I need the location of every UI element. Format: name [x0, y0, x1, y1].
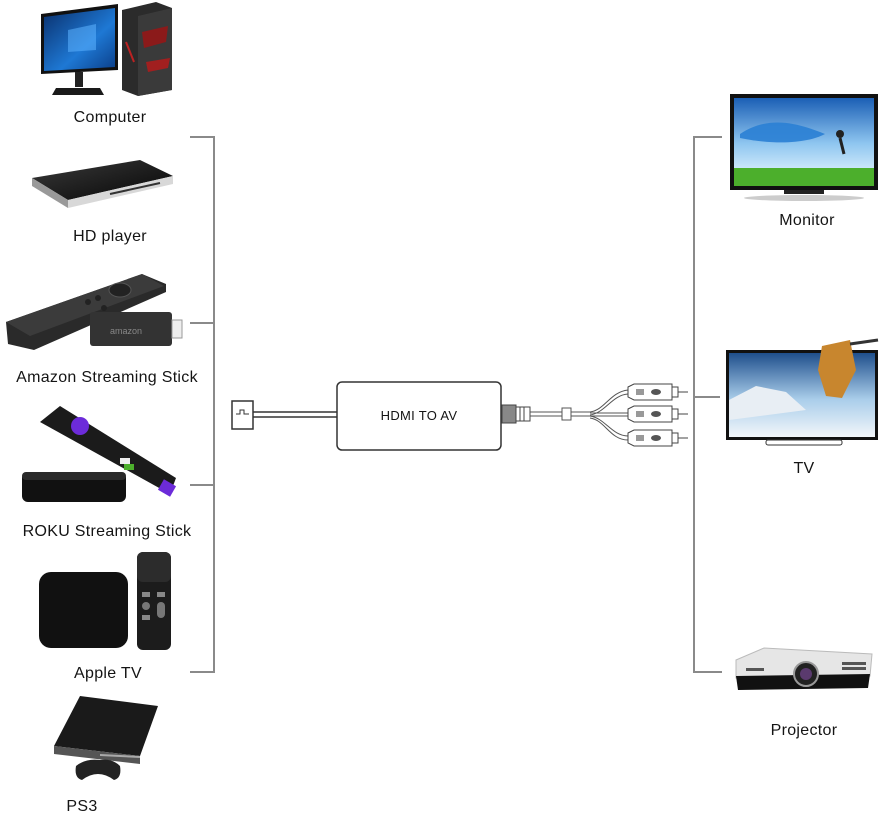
rca-plug-icon	[627, 405, 688, 423]
destination-label-tv: TV	[793, 460, 815, 477]
source-label-ps3: PS3	[66, 798, 98, 815]
source-apple-tv	[38, 552, 174, 650]
source-bracket	[190, 136, 215, 673]
source-computer	[38, 2, 178, 98]
hdmi-plug-icon	[231, 400, 254, 430]
rca-plug-icon	[627, 383, 688, 401]
desktop-computer-icon	[41, 2, 172, 96]
source-label-apple-tv: Apple TV	[74, 665, 142, 682]
source-hd-player	[30, 158, 175, 213]
source-amazon: amazon	[2, 270, 187, 350]
rca-plug-icon	[627, 429, 688, 447]
rca-plugs	[627, 383, 688, 447]
source-label-roku: ROKU Streaming Stick	[22, 523, 192, 540]
source-ps3	[50, 694, 160, 784]
svg-text:amazon: amazon	[110, 326, 142, 336]
roku-stick-icon	[22, 406, 177, 502]
av-cable	[530, 389, 629, 441]
destination-label-projector: Projector	[770, 722, 838, 739]
apple-tv-icon	[39, 552, 171, 650]
destination-monitor	[730, 94, 878, 206]
source-roku	[20, 402, 185, 504]
av-cable-strain-relief	[501, 404, 531, 424]
source-label-amazon: Amazon Streaming Stick	[16, 369, 198, 386]
amazon-fire-stick-icon: amazon	[6, 274, 183, 350]
monitor-icon	[730, 94, 878, 201]
hdmi-cable	[253, 411, 337, 418]
destination-bracket	[693, 136, 722, 673]
source-label-computer: Computer	[73, 109, 147, 126]
ps3-console-icon	[54, 696, 158, 780]
hd-player-icon	[32, 160, 173, 208]
hdmi-to-av-converter	[336, 381, 502, 451]
tv-icon	[726, 338, 879, 446]
destination-label-monitor: Monitor	[779, 212, 835, 229]
destination-tv	[726, 338, 882, 448]
converter-label: HDMI TO AV	[380, 408, 458, 423]
destination-projector	[734, 646, 874, 698]
source-label-hd-player: HD player	[73, 228, 147, 245]
projector-icon	[735, 647, 873, 690]
